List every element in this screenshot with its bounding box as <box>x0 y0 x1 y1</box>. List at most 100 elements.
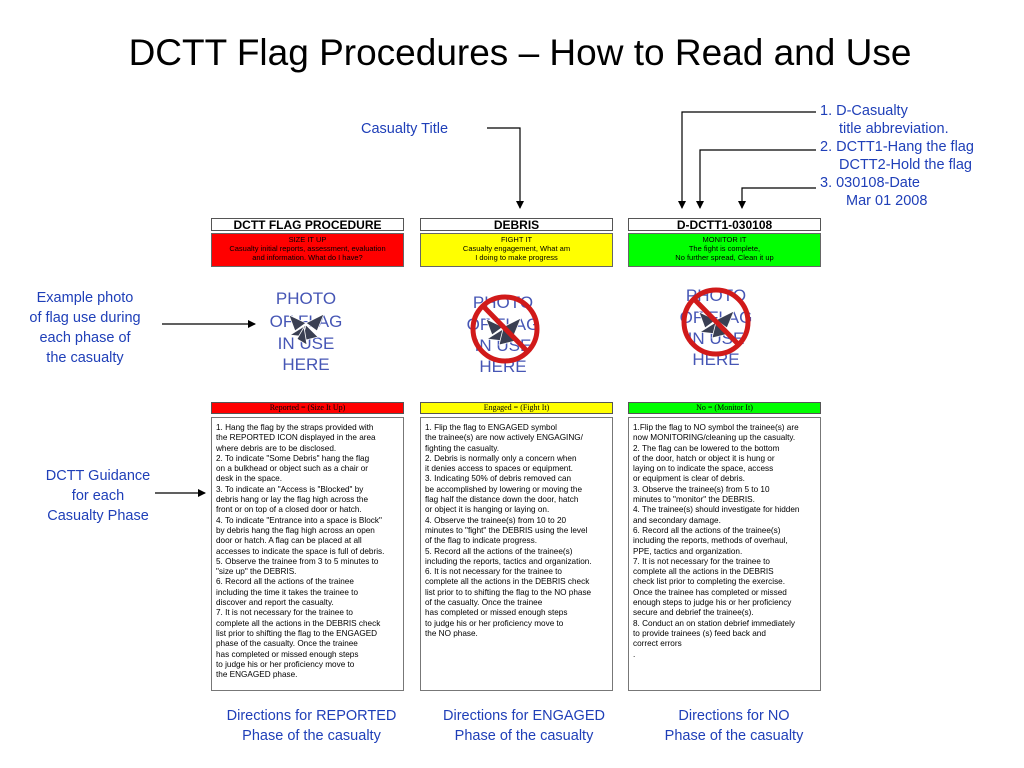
abbrev-line-4: DCTT2-Hold the flag <box>839 157 972 173</box>
photo-line-4: HERE <box>282 355 329 374</box>
text-line: flag half the distance down the door, ha… <box>425 495 579 505</box>
photo-line-1: PHOTO <box>276 289 336 308</box>
band-line: FIGHT IT <box>500 235 533 244</box>
example-photo-line-3: each phase of <box>39 330 131 346</box>
text-line: "size up" the DEBRIS. <box>216 567 297 577</box>
column-header-procedure: DCTT FLAG PROCEDURE <box>211 218 404 232</box>
casualty-title-label: Casualty Title <box>361 121 449 137</box>
text-line: 8. Conduct an on station debrief immedia… <box>633 618 796 628</box>
text-line: 3. To indicate an "Access is "Blocked" b… <box>216 484 364 494</box>
text-line: check list prior to completing the exerc… <box>633 577 785 587</box>
caption-line: Directions for REPORTED <box>226 708 397 724</box>
text-line: discover and report the casualty. <box>216 598 334 608</box>
arrow-abbrev-3 <box>738 187 816 209</box>
photo-placeholder-reported: PHOTO OF FLAG IN USE HERE <box>270 289 343 374</box>
band-line: I doing to make progress <box>475 253 558 262</box>
example-photo-note: Example photo of flag use during each ph… <box>14 288 156 368</box>
guidance-text-no: 1.Flip the flag to NO symbol the trainee… <box>628 417 821 691</box>
text-line: Once the trainee has completed or missed <box>633 587 787 597</box>
text-line: on a bulkhead or object such as a chair … <box>216 464 369 474</box>
flag-arrow-icons <box>288 313 325 346</box>
text-line: and secondary damage. <box>633 515 721 525</box>
text-line: secure and debrief the trainee(s). <box>633 608 754 618</box>
band-line: The fight is complete, <box>688 244 761 253</box>
text-line: 5. Observe the trainee from 3 to 5 minut… <box>216 556 379 566</box>
abbrev-line-6: Mar 01 2008 <box>846 193 928 209</box>
column-header-casualty-code: D-DCTT1-030108 <box>628 218 821 232</box>
guidance-line-1: DCTT Guidance <box>45 468 151 484</box>
text-line: 1.Flip the flag to NO symbol the trainee… <box>633 423 799 432</box>
text-line: fighting the casualty. <box>425 443 500 453</box>
arrow-abbrev-1 <box>678 111 816 209</box>
photo-placeholder-no: PHOTO OF FLAG IN USE HERE <box>680 286 753 369</box>
arrow-casualty-title <box>487 127 524 209</box>
band-line: Casualty engagement, What am <box>462 244 571 253</box>
guidance-text-reported: 1. Hang the flag by the straps provided … <box>211 417 404 691</box>
abbrev-line-2: title abbreviation. <box>839 121 949 137</box>
phase-bar-no: No = (Monitor It) <box>628 402 821 414</box>
abbrev-line-5: 3. 030108-Date <box>820 175 920 191</box>
text-line: the NO phase. <box>425 628 478 638</box>
caption-line: Directions for NO <box>678 708 790 724</box>
arrow-abbrev-2 <box>696 149 816 209</box>
text-line: accesses to indicate the space is full o… <box>216 546 385 556</box>
text-line: 2. Debris is normally only a concern whe… <box>425 453 577 463</box>
text-line: has completed or missed enough steps <box>216 649 359 659</box>
text-line: or equipment is clear of debris. <box>633 474 745 484</box>
text-line: 2. The flag can be lowered to the bottom <box>633 443 780 453</box>
text-line: correct errors <box>633 639 682 649</box>
photo-line-2: OF FLAG <box>270 312 343 331</box>
text-line: including the reports, methods of overha… <box>633 536 788 546</box>
example-photo-line-1: Example photo <box>36 290 134 306</box>
text-line: has completed or missed enough steps <box>425 608 568 618</box>
guidance-text-engaged: 1. Flip the flag to ENGAGED symbol the t… <box>420 417 613 691</box>
text-line: including the reports, tactics and organ… <box>425 556 592 566</box>
text-line: of the casualty. Once the trainee <box>425 598 543 608</box>
band-size-it-up: SIZE IT UP Casualty initial reports, ass… <box>211 233 404 267</box>
caption-no: Directions for NO Phase of the casualty <box>634 706 834 746</box>
text-line: 4. Observe the trainee(s) from 10 to 20 <box>425 515 567 525</box>
photo-line-4: HERE <box>692 350 739 369</box>
text-line: 2. To indicate "Some Debris" hang the fl… <box>216 453 370 463</box>
example-photo-line-4: the casualty <box>46 350 124 366</box>
text-line: front or on top of a closed door or hatc… <box>216 505 362 515</box>
abbrev-line-3: 2. DCTT1-Hang the flag <box>820 139 974 155</box>
band-fight-it: FIGHT IT Casualty engagement, What am I … <box>420 233 613 267</box>
photo-placeholder-engaged: PHOTO OF FLAG IN USE HERE <box>467 293 540 376</box>
text-line: including the time it takes the trainee … <box>216 587 358 597</box>
abbrev-notes: 1. D-Casualty title abbreviation. 2. DCT… <box>820 102 974 210</box>
abbrev-line-1: 1. D-Casualty <box>820 103 908 119</box>
phase-bar-engaged: Engaged = (Fight It) <box>420 402 613 414</box>
text-line: where debris are to be disclosed. <box>216 443 337 453</box>
text-line: minutes to "fight" the DEBRIS using the … <box>425 525 588 535</box>
text-line: 5. Record all the actions of the trainee… <box>425 546 573 556</box>
text-line: the ENGAGED phase. <box>216 670 298 680</box>
text-line: PPE, tactics and organization. <box>633 546 743 556</box>
text-line: 4. To indicate "Entrance into a space is… <box>216 515 382 525</box>
text-line: complete all the actions in the DEBRIS c… <box>425 577 590 587</box>
caption-line: Phase of the casualty <box>664 728 804 744</box>
photo-line-1: PHOTO <box>686 286 746 305</box>
caption-line: Phase of the casualty <box>454 728 594 744</box>
text-line: . <box>633 649 636 659</box>
photo-line-2: OF FLAG <box>680 308 753 327</box>
band-line: SIZE IT UP <box>288 235 327 244</box>
text-line: phase of the casualty. Once the trainee <box>216 639 358 649</box>
text-line: it denies access to spaces or equipment. <box>425 464 573 474</box>
text-line: debris hang or lay the flag high across … <box>216 495 369 505</box>
band-line: Casualty initial reports, assessment, ev… <box>229 244 386 253</box>
text-line: the REPORTED ICON displayed in the area <box>216 433 376 443</box>
text-line: complete all the actions in the DEBRIS <box>633 567 774 577</box>
text-line: to provide trainees (s) feed back and <box>633 628 766 638</box>
text-line: 4. The trainee(s) should investigate for… <box>633 505 800 515</box>
text-line: complete all the actions in the DEBRIS c… <box>216 618 381 628</box>
guidance-note: DCTT Guidance for each Casualty Phase <box>24 466 172 526</box>
column-header-debris: DEBRIS <box>420 218 613 232</box>
text-line: minutes to "monitor" the DEBRIS. <box>633 495 755 505</box>
prohibited-icon <box>470 294 540 364</box>
text-line: to judge his or her proficiency move to <box>216 659 355 669</box>
text-line: of the flag to indicate progress. <box>425 536 537 546</box>
text-line: door or hatch. A flag can be placed at a… <box>216 536 362 546</box>
caption-line: Phase of the casualty <box>242 728 381 744</box>
